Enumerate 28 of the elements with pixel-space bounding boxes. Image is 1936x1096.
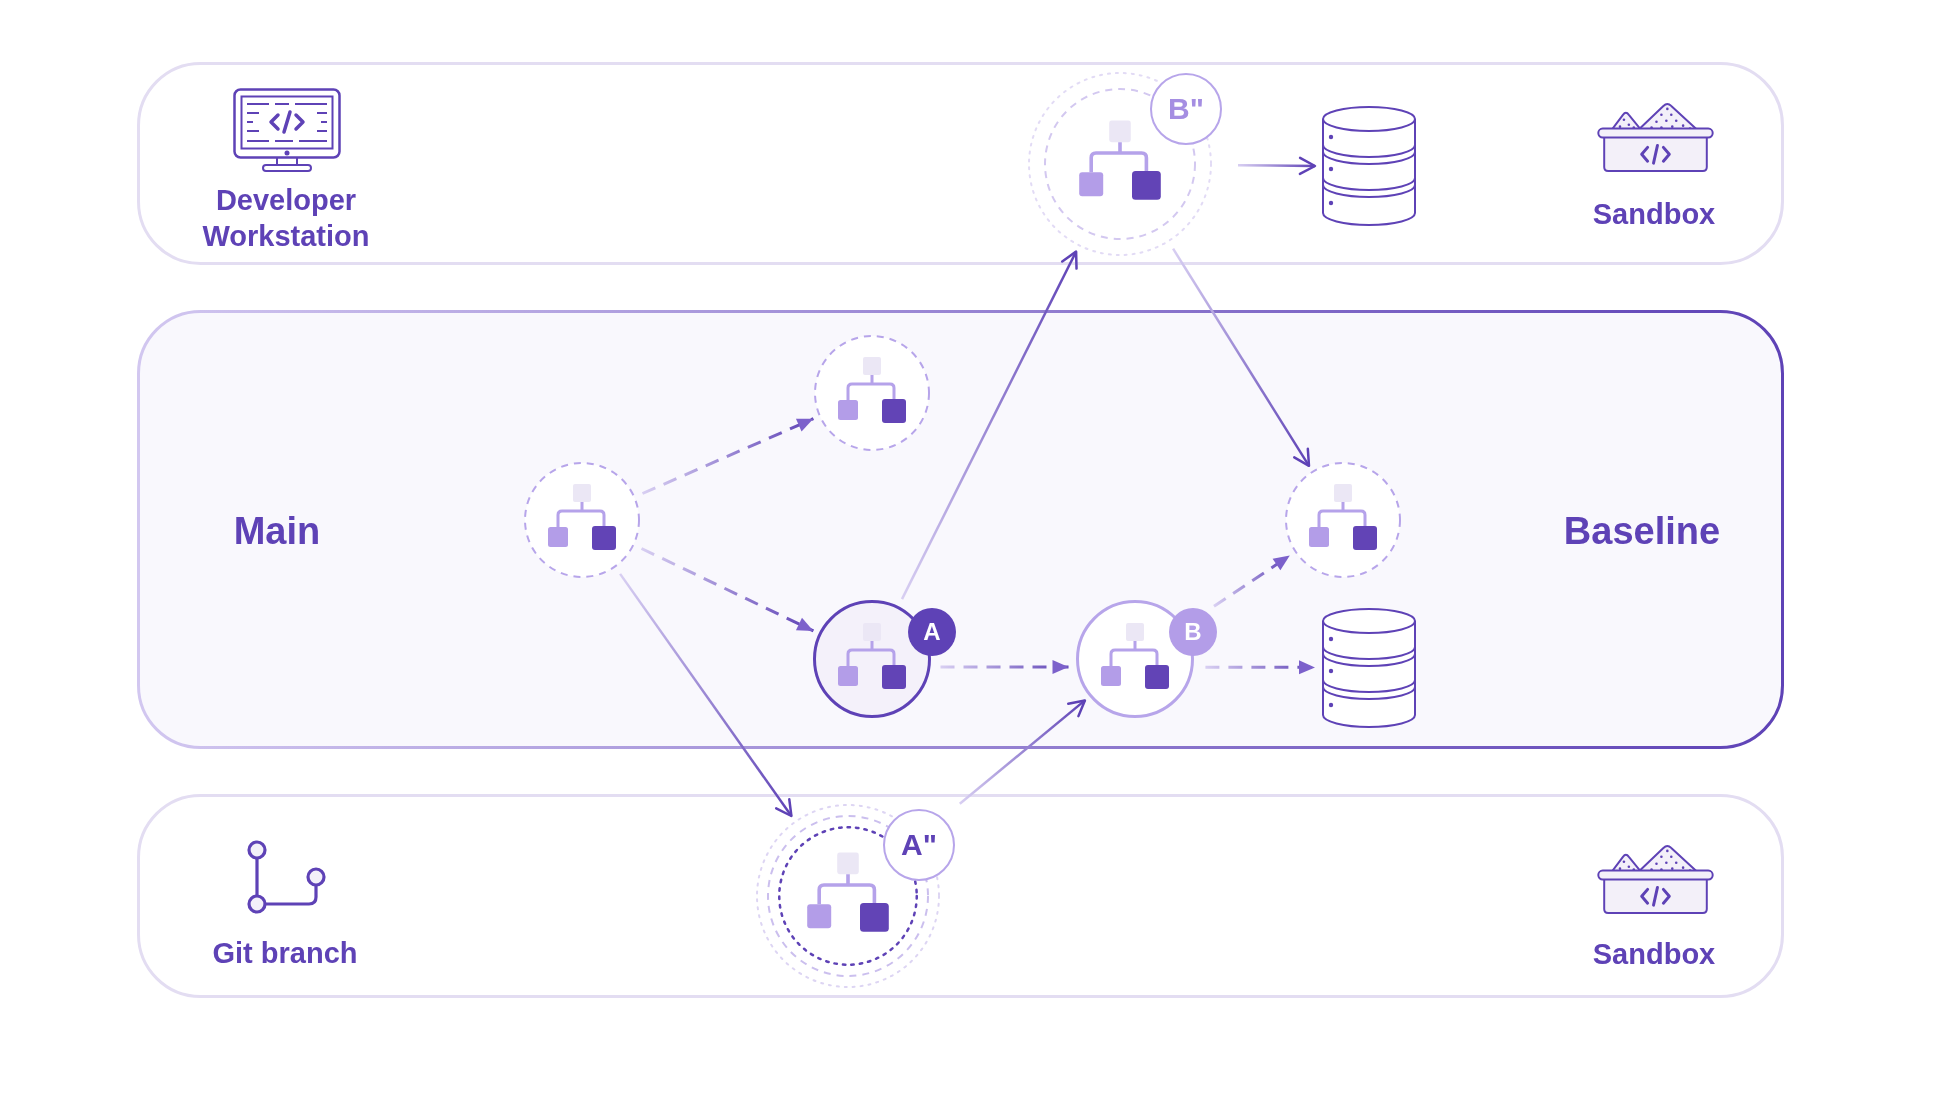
commit-node (754, 802, 957, 990)
dashed-arrow (1205, 660, 1315, 675)
database-cylinder (1321, 607, 1417, 730)
component-label: Sandbox (1592, 197, 1716, 232)
lane-label: Main (233, 509, 321, 553)
commit-circle (812, 333, 932, 453)
arrow (959, 699, 1087, 805)
commit-circle (1283, 460, 1403, 580)
arrow (1172, 248, 1311, 468)
lane-panel (137, 62, 1784, 265)
arrow (900, 250, 1078, 600)
commit-node (1026, 70, 1224, 258)
database-cylinder (1321, 105, 1417, 228)
component-label: Developer Workstation (201, 183, 371, 254)
dashed-arrow (640, 547, 815, 633)
lane-panel (137, 794, 1784, 998)
lane-panel (137, 310, 1784, 749)
commit-node (1074, 598, 1219, 720)
commit-circle (522, 460, 642, 580)
commit-node (811, 598, 958, 720)
arrow (1238, 156, 1317, 176)
component-label: Git branch (212, 936, 358, 971)
arrow (619, 573, 793, 818)
dashed-arrow (1213, 554, 1291, 608)
dashed-arrow (641, 417, 814, 495)
dashed-arrow (940, 660, 1069, 674)
component-label: Sandbox (1592, 937, 1716, 972)
lane-label: Baseline (1563, 509, 1721, 553)
